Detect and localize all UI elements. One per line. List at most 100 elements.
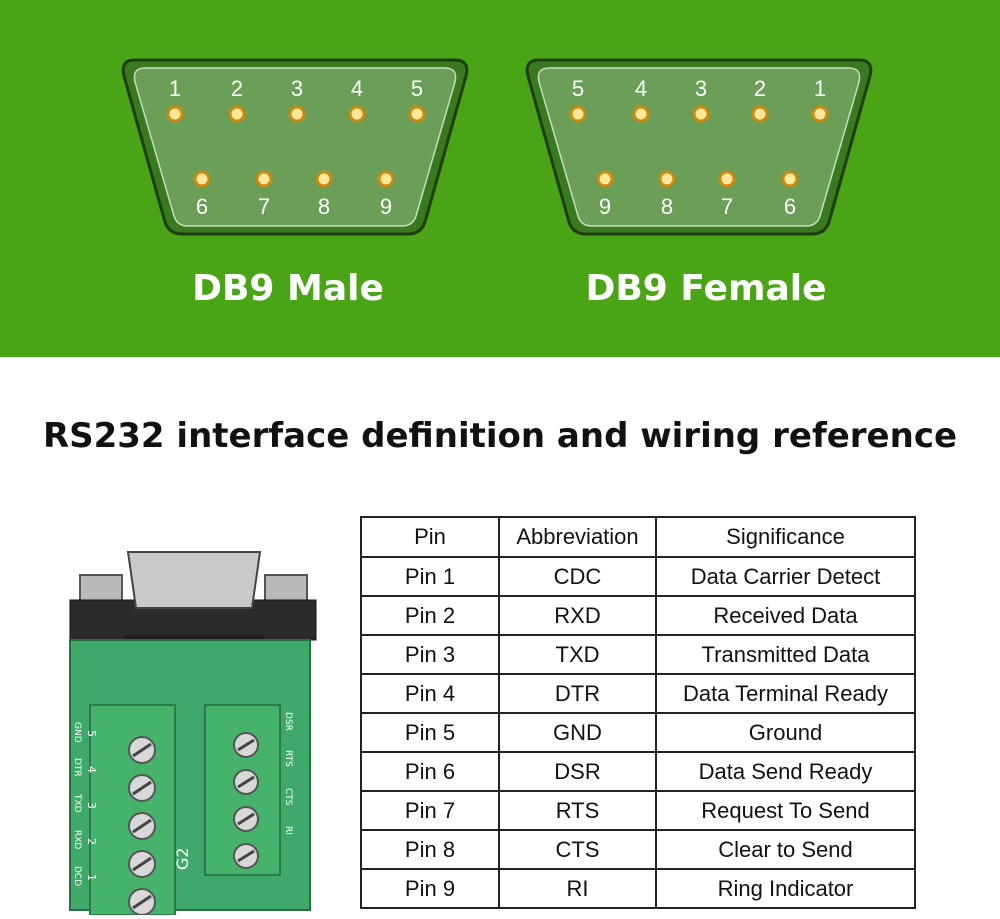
female-pin-1 bbox=[811, 105, 829, 123]
male-pin-4 bbox=[348, 105, 366, 123]
cell-abbreviation: RI bbox=[498, 868, 657, 909]
cell-pin: Pin 1 bbox=[360, 556, 500, 597]
female-pin-number: 5 bbox=[572, 76, 584, 101]
db9-female-face bbox=[537, 67, 861, 227]
cell-abbreviation: DSR bbox=[498, 751, 657, 792]
cell-significance: Clear to Send bbox=[655, 829, 916, 870]
female-pin-number: 4 bbox=[635, 76, 647, 101]
male-pin-number: 2 bbox=[231, 76, 243, 101]
cell-significance: Received Data bbox=[655, 595, 916, 636]
cell-significance: Data Carrier Detect bbox=[655, 556, 916, 597]
cell-pin: Pin 2 bbox=[360, 595, 500, 636]
male-pin-number: 5 bbox=[411, 76, 423, 101]
terminal-block-left bbox=[89, 704, 176, 915]
board-signal-label: RI bbox=[283, 826, 293, 835]
board-signal-label: TXD bbox=[72, 793, 82, 813]
board-signal-label: DCD bbox=[72, 866, 82, 886]
male-pin-5 bbox=[408, 105, 426, 123]
male-pin-number: 6 bbox=[196, 194, 208, 219]
female-pin-number: 7 bbox=[721, 194, 733, 219]
female-pin-7 bbox=[718, 170, 736, 188]
female-pin-6 bbox=[781, 170, 799, 188]
male-pin-1 bbox=[166, 105, 184, 123]
cell-significance: Request To Send bbox=[655, 790, 916, 831]
board-signal-label: DTR bbox=[72, 758, 82, 777]
screw-slot bbox=[237, 738, 255, 752]
board-signal-label: CTS bbox=[283, 788, 293, 806]
male-pin-number: 1 bbox=[169, 76, 181, 101]
male-pin-number: 9 bbox=[380, 194, 392, 219]
board-signal-label: DSR bbox=[283, 712, 293, 731]
board-terminal-number: 1 bbox=[85, 874, 98, 881]
male-pin-number: 4 bbox=[351, 76, 363, 101]
cell-abbreviation: RXD bbox=[498, 595, 657, 636]
female-pin-number: 3 bbox=[695, 76, 707, 101]
screw-slot bbox=[237, 812, 255, 826]
header-significance: Significance bbox=[655, 516, 916, 558]
cell-abbreviation: CDC bbox=[498, 556, 657, 597]
cell-pin: Pin 9 bbox=[360, 868, 500, 909]
screw-slot bbox=[237, 849, 255, 863]
cell-significance: Ground bbox=[655, 712, 916, 753]
board-terminal-number: 2 bbox=[85, 838, 98, 845]
male-pin-2 bbox=[228, 105, 246, 123]
male-pin-9 bbox=[377, 170, 395, 188]
female-pin-number: 9 bbox=[599, 194, 611, 219]
cell-pin: Pin 8 bbox=[360, 829, 500, 870]
male-pin-8 bbox=[315, 170, 333, 188]
male-pin-6 bbox=[193, 170, 211, 188]
header-pin: Pin bbox=[360, 516, 500, 558]
board-marking: G2 bbox=[173, 847, 192, 870]
cell-significance: Ring Indicator bbox=[655, 868, 916, 909]
cell-pin: Pin 4 bbox=[360, 673, 500, 714]
cell-abbreviation: RTS bbox=[498, 790, 657, 831]
female-pin-4 bbox=[632, 105, 650, 123]
screw-slot bbox=[132, 818, 152, 834]
screw-slot bbox=[132, 856, 152, 872]
dsub-metal-shell bbox=[126, 551, 262, 609]
female-pin-9 bbox=[596, 170, 614, 188]
board-terminal-number: 3 bbox=[85, 802, 98, 809]
female-pin-5 bbox=[569, 105, 587, 123]
cell-pin: Pin 3 bbox=[360, 634, 500, 675]
db9-male-label: DB9 Male bbox=[192, 268, 384, 309]
male-pin-number: 7 bbox=[258, 194, 270, 219]
cell-pin: Pin 5 bbox=[360, 712, 500, 753]
female-pin-8 bbox=[658, 170, 676, 188]
cell-significance: Transmitted Data bbox=[655, 634, 916, 675]
board-terminal-number: 4 bbox=[85, 766, 98, 773]
cell-pin: Pin 6 bbox=[360, 751, 500, 792]
female-pin-2 bbox=[751, 105, 769, 123]
cell-significance: Data Terminal Ready bbox=[655, 673, 916, 714]
cell-abbreviation: TXD bbox=[498, 634, 657, 675]
screw-slot bbox=[132, 780, 152, 796]
db9-male-face bbox=[133, 67, 457, 227]
cell-abbreviation: CTS bbox=[498, 829, 657, 870]
screw-slot bbox=[132, 894, 152, 910]
female-pin-number: 1 bbox=[814, 76, 826, 101]
female-pin-number: 6 bbox=[784, 194, 796, 219]
board-terminal-number: 5 bbox=[85, 730, 98, 737]
male-pin-7 bbox=[255, 170, 273, 188]
male-pin-3 bbox=[288, 105, 306, 123]
screw-slot bbox=[237, 775, 255, 789]
cell-abbreviation: DTR bbox=[498, 673, 657, 714]
cell-significance: Data Send Ready bbox=[655, 751, 916, 792]
page-heading: RS232 interface definition and wiring re… bbox=[42, 416, 958, 456]
board-signal-label: GND bbox=[72, 722, 82, 743]
board-signal-label: RXD bbox=[72, 830, 82, 849]
female-pin-3 bbox=[692, 105, 710, 123]
